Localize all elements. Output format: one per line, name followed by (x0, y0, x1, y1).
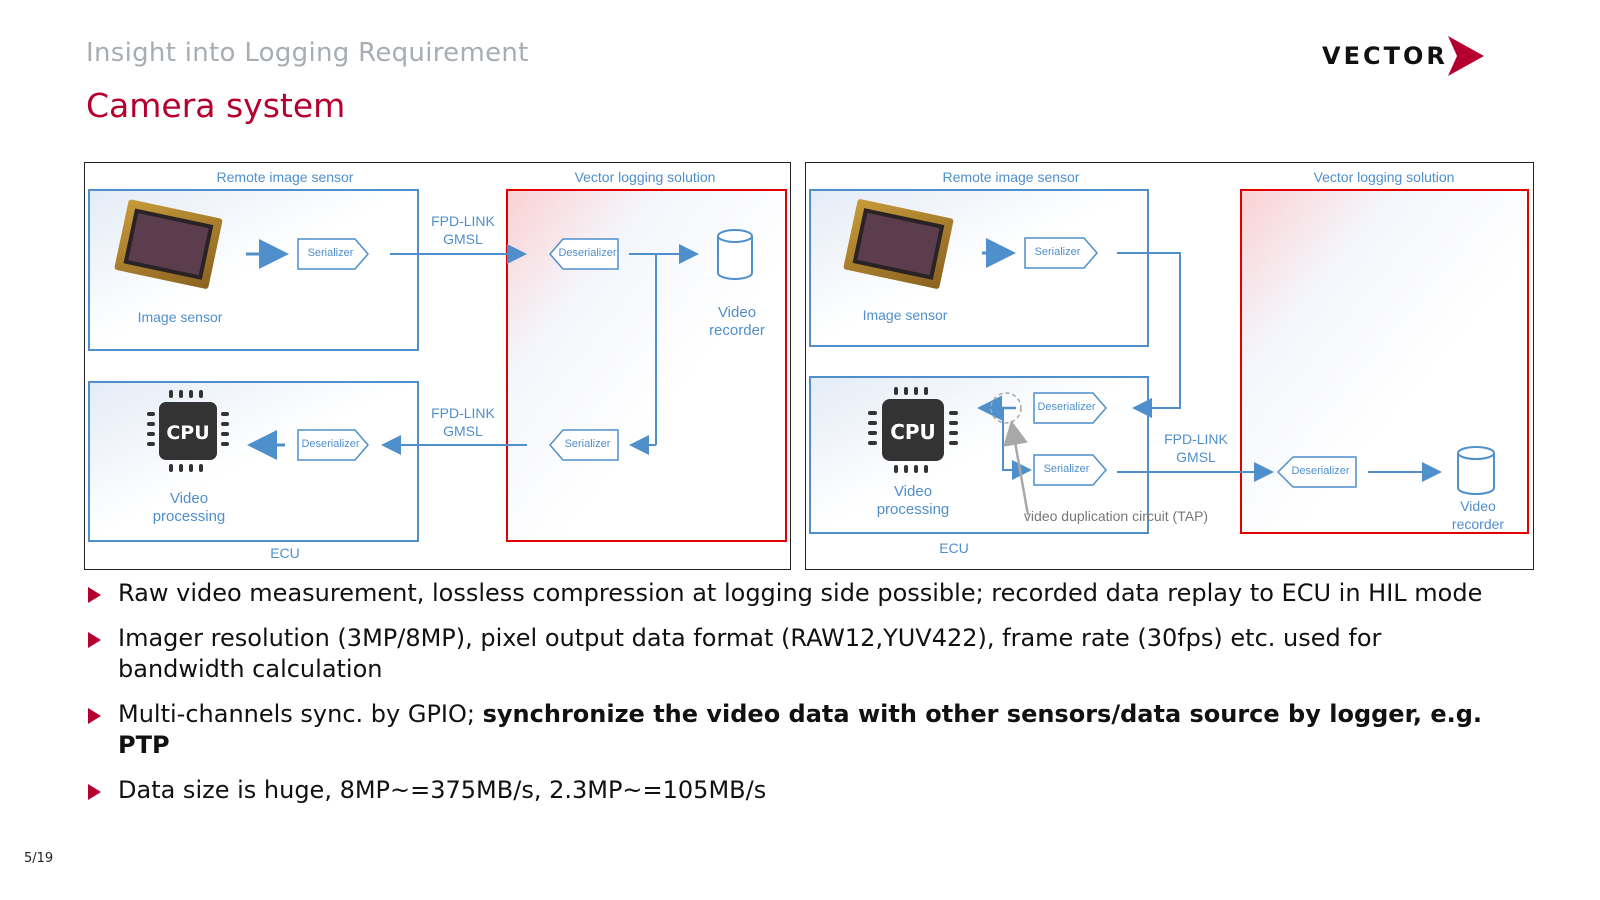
deserializer-shape (1276, 456, 1357, 488)
remote-sensor-label: Remote image sensor (942, 169, 1080, 185)
deserializer-shape (1033, 392, 1107, 424)
video-recorder-cylinder-icon (717, 229, 753, 280)
logo-chevron-icon (1448, 36, 1484, 76)
page-number: 5/19 (24, 851, 54, 866)
cpu-icon (147, 390, 229, 472)
tap-label: video duplication circuit (TAP) (1023, 508, 1209, 524)
bullet-item: Data size is huge, 8MP~=375MB/s, 2.3MP~=… (86, 775, 1506, 806)
logo-text: VECTOR (1322, 42, 1448, 70)
ecu-label: ECU (939, 540, 969, 556)
serializer-shape (549, 429, 619, 461)
logging-solution-label: Vector logging solution (574, 169, 716, 185)
slide-title: Camera system (86, 86, 346, 125)
video-recorder-cylinder-icon (1457, 446, 1495, 495)
deserializer-label: Deserializer (301, 438, 360, 450)
deserializer-label: Deserializer (1291, 465, 1350, 477)
bullet-triangle-icon (88, 587, 101, 603)
serializer-label: Serializer (307, 247, 354, 259)
bullet-item: Imager resolution (3MP/8MP), pixel outpu… (86, 623, 1506, 685)
serializer-shape (1033, 454, 1107, 486)
remote-sensor-label: Remote image sensor (216, 169, 354, 185)
serializer-shape (1024, 237, 1098, 269)
cpu-label: CPU (890, 420, 936, 444)
deserializer-label: Deserializer (558, 247, 617, 259)
bullet-item: Raw video measurement, lossless compress… (86, 578, 1506, 609)
cpu-label: CPU (166, 422, 210, 444)
serializer-label: Serializer (1034, 246, 1081, 258)
image-sensor-icon (114, 199, 223, 289)
bullet-list: Raw video measurement, lossless compress… (86, 578, 1506, 820)
slide-subtitle: Insight into Logging Requirement (86, 38, 529, 68)
bullet-triangle-icon (88, 632, 101, 648)
ecu-box (88, 381, 419, 542)
cpu-icon (868, 387, 958, 473)
deserializer-label: Deserializer (1037, 401, 1096, 413)
serializer-shape (297, 238, 369, 270)
vector-logo: VECTOR (1322, 36, 1487, 78)
bullet-triangle-icon (88, 784, 101, 800)
serializer-label: Serializer (1043, 463, 1090, 475)
logging-solution-label: Vector logging solution (1313, 169, 1455, 185)
diagram-tap-logging: Remote image sensor Image sensor Seriali… (805, 162, 1534, 570)
image-sensor-label: Image sensor (137, 309, 223, 325)
image-sensor-icon (843, 199, 954, 289)
diagram-direct-logging: Remote image sensor Image sensor Seriali… (84, 162, 791, 570)
deserializer-shape (549, 238, 619, 270)
bullet-item: Multi-channels sync. by GPIO; synchroniz… (86, 699, 1506, 761)
deserializer-shape (297, 429, 369, 461)
image-sensor-label: Image sensor (862, 307, 948, 323)
bullet-triangle-icon (88, 708, 101, 724)
serializer-label: Serializer (564, 438, 611, 450)
ecu-label: ECU (270, 545, 300, 561)
